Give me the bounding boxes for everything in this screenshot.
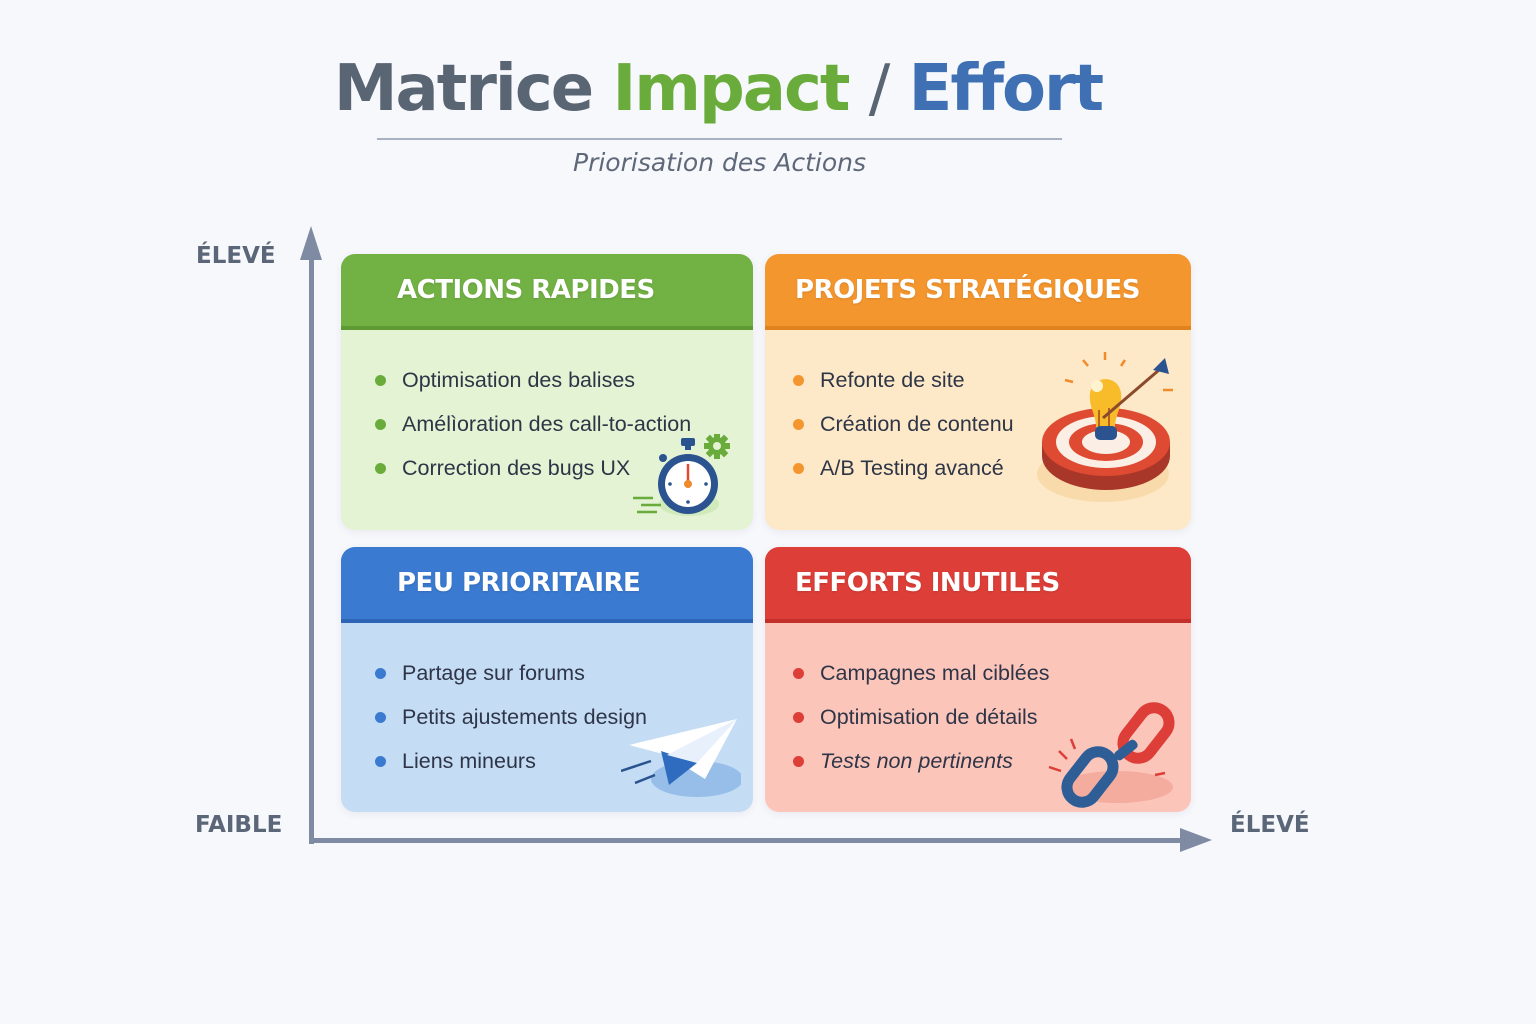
list-item: A/B Testing avancé	[793, 446, 1191, 490]
list-item-text: A/B Testing avancé	[820, 455, 1004, 480]
broken-chain-icon	[1048, 702, 1175, 808]
quadrant-list: Campagnes mal ciblées Optimisation de dé…	[765, 623, 1191, 783]
paper-plane-icon	[621, 719, 741, 797]
bullet-icon	[793, 667, 804, 679]
title-divider	[377, 138, 1062, 140]
list-item: Création de contenu	[793, 402, 1191, 446]
quadrant-title: ACTIONS RAPIDES	[341, 254, 753, 330]
list-item-text: Tests non pertinents	[820, 748, 1013, 773]
list-item: Liens mineurs	[375, 739, 753, 783]
bullet-icon	[375, 462, 386, 474]
list-item: Tests non pertinents	[793, 739, 1191, 783]
list-item: Optimisation de détails	[793, 695, 1191, 739]
bullet-icon	[793, 755, 804, 767]
quadrant-projets-strategiques: PROJETS STRATÉGIQUES Refonte de site Cré…	[765, 254, 1191, 530]
quadrant-peu-prioritaire: PEU PRIORITAIRE Partage sur forums Petit…	[341, 547, 753, 812]
title-impact: Impact	[612, 52, 850, 126]
title-effort: Effort	[908, 52, 1105, 126]
list-item: Partage sur forums	[375, 651, 753, 695]
list-item-text: Petits ajustements design	[402, 704, 647, 729]
quadrant-list: Partage sur forums Petits ajustements de…	[341, 623, 753, 783]
bullet-icon	[793, 711, 804, 723]
quadrant-list: Refonte de site Création de contenu A/B …	[765, 330, 1191, 490]
list-item-text: Refonte de site	[820, 367, 965, 392]
quadrant-title: EFFORTS INUTILES	[765, 547, 1191, 623]
quadrant-title: PROJETS STRATÉGIQUES	[765, 254, 1191, 330]
quadrant-list: Optimisation des balises Amélìoration de…	[341, 330, 753, 490]
bullet-icon	[375, 374, 386, 386]
list-item-text: Campagnes mal ciblées	[820, 660, 1050, 685]
bullet-icon	[375, 711, 386, 723]
bullet-icon	[793, 418, 804, 430]
title-matrice: Matrice	[333, 52, 594, 126]
quadrant-title: PEU PRIORITAIRE	[341, 547, 753, 623]
list-item: Petits ajustements design	[375, 695, 753, 739]
bullet-icon	[793, 374, 804, 386]
list-item-text: Amélìoration des call-to-action	[402, 411, 692, 436]
y-axis-line	[309, 240, 314, 844]
quadrant-efforts-inutiles: EFFORTS INUTILES Campagnes mal ciblées O…	[765, 547, 1191, 812]
bullet-icon	[375, 667, 386, 679]
y-axis-high-label: ÉLEVÉ	[196, 243, 276, 269]
x-axis-line	[309, 838, 1189, 843]
list-item: Campagnes mal ciblées	[793, 651, 1191, 695]
page-subtitle: Priorisation des Actions	[573, 148, 866, 177]
list-item: Optimisation des balises	[375, 358, 753, 402]
x-axis-arrow-icon	[1180, 828, 1212, 852]
quadrant-actions-rapides: ACTIONS RAPIDES Optimisation des balises…	[341, 254, 753, 530]
list-item-text: Optimisation des balises	[402, 367, 636, 392]
list-item: Correction des bugs UX	[375, 446, 753, 490]
bullet-icon	[375, 418, 386, 430]
x-axis-high-label: ÉLEVÉ	[1230, 812, 1310, 838]
list-item: Amélìoration des call-to-action	[375, 402, 753, 446]
stopwatch-icon	[633, 434, 730, 516]
bullet-icon	[375, 755, 386, 767]
page-title: Matrice Impact / Effort	[0, 52, 1436, 126]
lightbulb-target-icon	[1037, 352, 1173, 502]
origin-low-label: FAIBLE	[195, 812, 283, 838]
list-item: Refonte de site	[793, 358, 1191, 402]
bullet-icon	[793, 462, 804, 474]
list-item-text: Création de contenu	[820, 411, 1014, 436]
y-axis-arrow-icon	[300, 226, 322, 260]
list-item-text: Optimisation de détails	[820, 704, 1038, 729]
list-item-text: Partage sur forums	[402, 660, 585, 685]
list-item-text: Liens mineurs	[402, 748, 536, 773]
list-item-text: Correction des bugs UX	[402, 455, 631, 480]
title-separator: /	[868, 52, 891, 126]
